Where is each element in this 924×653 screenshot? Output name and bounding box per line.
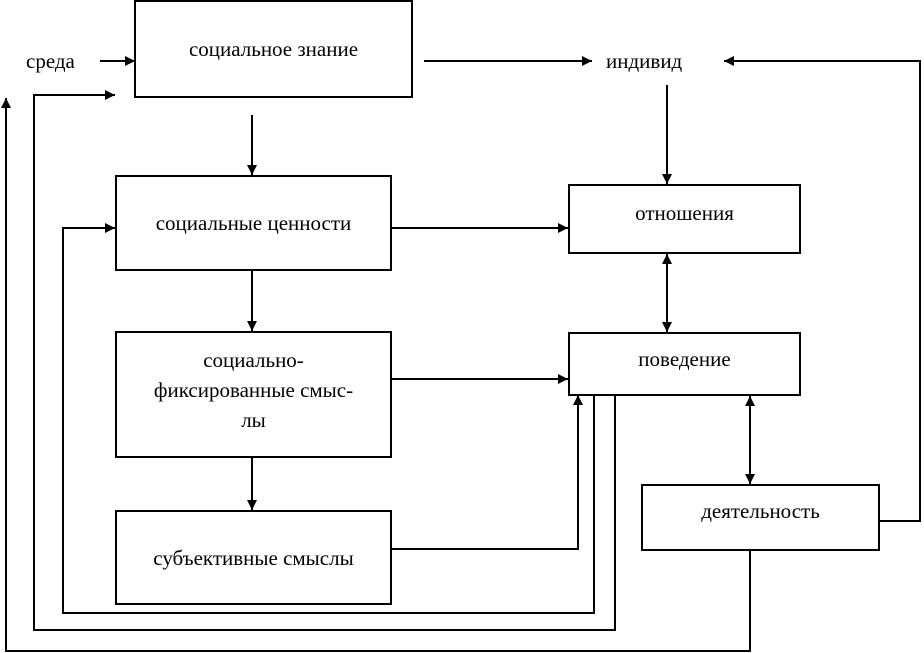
- node-individual: индивид: [606, 49, 683, 73]
- arrow-subjective-to-behavior: [392, 395, 583, 550]
- node-environment: среда: [26, 49, 75, 73]
- behavior-label: поведение: [638, 347, 731, 371]
- node-behavior: поведение: [568, 332, 801, 396]
- subjective-meanings-label: субъективные смыслы: [153, 545, 354, 570]
- fixed-meanings-line-1: социально-: [203, 348, 304, 372]
- arrow-activity-to-environment: [0, 98, 751, 652]
- node-fixed-meanings: социально- фиксированные смыс- лы: [115, 331, 392, 458]
- fixed-meanings-line-3: лы: [241, 408, 266, 432]
- activity-label: деятельность: [701, 499, 820, 523]
- relations-label: отношения: [635, 201, 734, 225]
- social-knowledge-label: социальное знание: [188, 37, 359, 61]
- node-social-knowledge: социальное знание: [134, 0, 413, 98]
- arrow-behavior-to-knowledge: [33, 90, 616, 631]
- node-social-values: социальные ценности: [115, 175, 392, 271]
- node-relations: отношения: [568, 184, 801, 254]
- arrow-behavior-to-values: [62, 223, 595, 614]
- arrow-activity-to-individual: [724, 56, 921, 522]
- node-subjective-meanings: субъективные смыслы: [115, 510, 392, 605]
- fixed-meanings-line-2: фиксированные смыс-: [153, 378, 354, 402]
- social-values-label: социальные ценности: [155, 211, 352, 235]
- node-activity: деятельность: [641, 484, 880, 551]
